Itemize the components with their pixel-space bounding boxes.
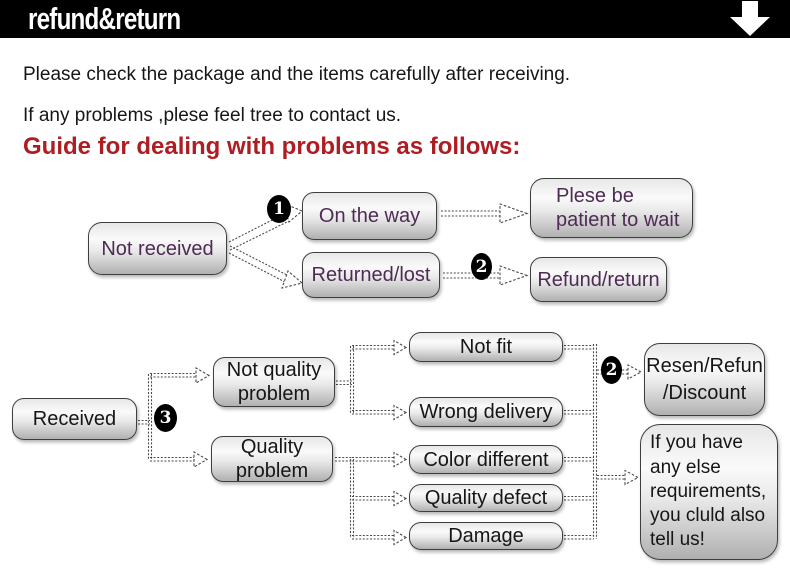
intro-line-2: If any problems ,plese feel tree to cont… [23,105,402,126]
node-wrong-delivery: Wrong delivery [409,397,563,427]
marker-1-badge: 1 [267,195,291,223]
marker-2b-badge: 2 [601,356,622,384]
header-bar: refund&return [0,0,790,38]
node-on-the-way: On the way [302,192,437,240]
marker-3-badge: 3 [154,404,177,432]
intro-line-1: Please check the package and the items c… [23,64,571,85]
node-not-fit: Not fit [409,332,563,362]
node-not-quality-problem: Not quality problem [213,357,335,407]
node-received: Received [12,398,137,440]
node-quality-defect: Quality defect [409,484,563,512]
page-title: refund&return [28,1,181,36]
guide-heading: Guide for dealing with problems as follo… [23,133,521,160]
node-plese-be-patient: Plese be patient to wait [530,178,693,238]
node-refund-return: Refund/return [530,257,667,302]
node-any-else-requirements: If you have any else requirements, you c… [640,424,778,560]
marker-2-badge: 2 [471,253,492,280]
node-returned-lost: Returned/lost [302,252,440,298]
node-color-different: Color different [409,445,563,474]
node-damage: Damage [409,522,563,550]
down-arrow-icon [730,1,770,37]
node-resend-refund-discount: Resen/Refun /Discount [644,343,765,416]
node-not-received: Not received [88,222,227,275]
node-quality-problem: Quality problem [211,436,333,482]
